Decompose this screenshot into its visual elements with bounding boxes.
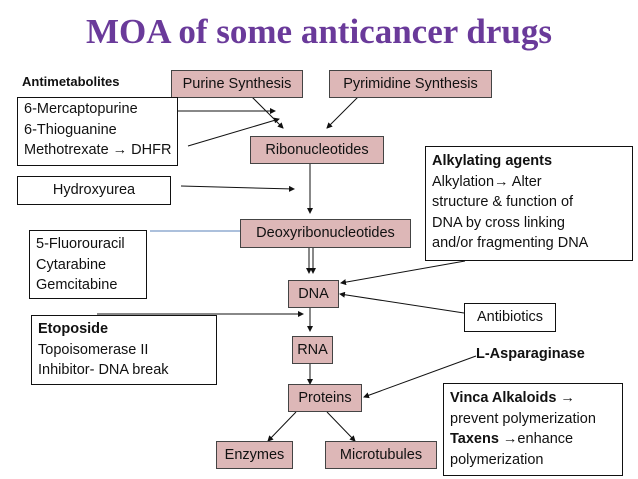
drug-thioguanine: 6-Thioguanine: [24, 121, 117, 138]
antimetabolites-box: 6-Mercaptopurine 6-Thioguanine Methotrex…: [17, 97, 178, 166]
etoposide-line-1: Topoisomerase II: [38, 341, 149, 358]
l-asparaginase-label: L-Asparaginase: [476, 346, 585, 362]
alkylating-heading: Alkylating agents: [432, 153, 553, 169]
alkylating-line-2: structure & function of: [432, 194, 574, 210]
arrow-hydroxyurea: [180, 185, 295, 192]
vinca-effect: prevent polymerization: [450, 410, 596, 427]
alkylating-line-1: Alkylation→ Alter: [432, 173, 542, 190]
vinca-taxens-box: Vinca Alkaloids → prevent polymerization…: [443, 383, 623, 476]
arrow-asparaginase: [363, 355, 477, 399]
node-rna: RNA: [292, 336, 333, 364]
hydroxyurea-box: Hydroxyurea: [17, 176, 171, 205]
etoposide-line-2: Inhibitor- DNA break: [38, 362, 169, 378]
alkylating-line-4: and/or fragmenting DNA: [432, 235, 589, 251]
alkylating-agents-box: Alkylating agents Alkylation→ Alter stru…: [425, 146, 633, 261]
arrow-alkylating-dna: [340, 260, 466, 286]
arrow-proteins-microtubules: [326, 411, 356, 442]
node-microtubules: Microtubules: [325, 441, 437, 469]
node-dna: DNA: [288, 280, 339, 308]
etoposide-box: Etoposide Topoisomerase II Inhibitor- DN…: [31, 315, 217, 385]
alkylating-line-3: DNA by cross linking: [432, 214, 565, 231]
drug-methotrexate: Methotrexate → DHFR: [24, 142, 172, 158]
taxens-effect-2: polymerization: [450, 451, 544, 468]
etoposide-heading: Etoposide: [38, 321, 109, 337]
node-pyrimidine-synthesis: Pyrimidine Synthesis: [329, 70, 492, 98]
antimetabolites-heading: Antimetabolites: [22, 74, 120, 89]
node-purine-synthesis: Purine Synthesis: [171, 70, 303, 98]
taxens-label: Taxens: [450, 431, 499, 447]
node-deoxyribonucleotides: Deoxyribonucleotides: [240, 219, 411, 248]
arrow-methotrexate: [187, 117, 280, 147]
node-enzymes: Enzymes: [216, 441, 293, 469]
drug-fluorouracil: 5-Fluorouracil: [36, 236, 125, 252]
node-ribonucleotides: Ribonucleotides: [250, 136, 384, 164]
vinca-arrow: →: [556, 390, 575, 406]
antibiotics-box: Antibiotics: [464, 303, 556, 332]
arrow-pyrimidine-ribo: [326, 96, 359, 129]
arrow-antibiotics-dna: [339, 291, 465, 314]
drug-gemcitabine: Gemcitabine: [36, 277, 118, 293]
vinca-label: Vinca Alkaloids: [450, 390, 557, 406]
node-proteins: Proteins: [288, 384, 362, 412]
pyrimidine-analogs-box: 5-Fluorouracil Cytarabine Gemcitabine: [29, 230, 147, 299]
arrow-purine-ribo: [251, 96, 284, 129]
drug-cytarabine: Cytarabine: [36, 256, 107, 273]
arrow-proteins-enzymes: [267, 411, 297, 442]
drug-mercaptopurine: 6-Mercaptopurine: [24, 101, 138, 117]
taxens-effect: →enhance: [498, 431, 574, 447]
slide-title: MOA of some anticancer drugs: [86, 12, 552, 51]
